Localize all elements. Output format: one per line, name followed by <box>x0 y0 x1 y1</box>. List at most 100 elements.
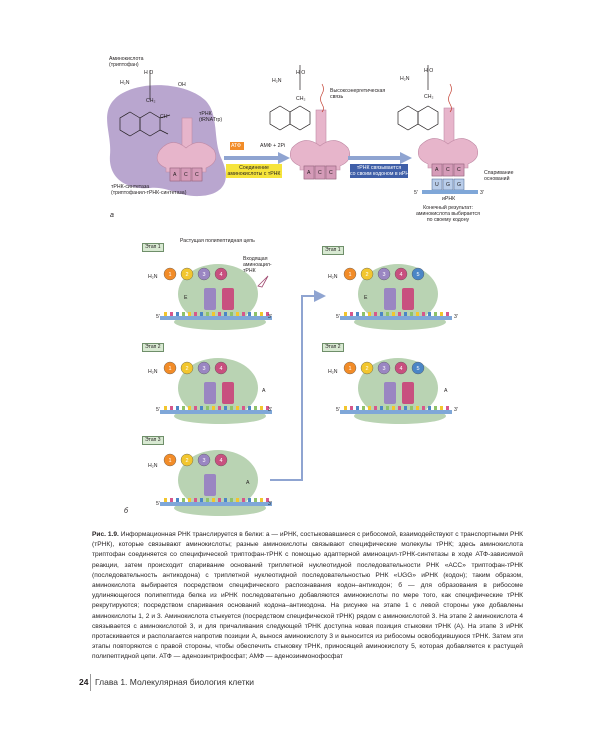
mrna-base <box>212 406 215 410</box>
mrna-base <box>194 312 197 316</box>
mrna-base <box>230 312 233 316</box>
mrna-base <box>266 312 269 316</box>
anticodon-1 <box>169 167 203 182</box>
site-e-1: E <box>184 295 188 301</box>
mrna-base <box>392 312 395 316</box>
mrna-base <box>248 498 251 502</box>
result-label: Конечный результат: аминокислота выбирае… <box>416 205 480 223</box>
mrna-base <box>218 312 221 316</box>
mrna-base <box>194 406 197 410</box>
mrna-base <box>254 312 257 316</box>
arrow-1 <box>224 152 290 164</box>
amino-acid-bead-label: 3 <box>202 366 205 372</box>
mrna-base <box>350 312 353 316</box>
mrna-base <box>428 406 431 410</box>
box2-label: тРНК связывается со своим кодоном в иРНК <box>350 165 413 177</box>
mrna-base <box>260 312 263 316</box>
mrna-base <box>386 312 389 316</box>
ch2-label-3: CH₂ <box>424 94 434 100</box>
trna-body <box>222 288 234 310</box>
panel-a-letter: а <box>110 212 114 219</box>
mrna-base <box>242 406 245 410</box>
mrna-base <box>416 312 419 316</box>
amino-acid-bead-label: 4 <box>219 272 222 278</box>
column-arrowhead <box>314 290 326 302</box>
h2n-b1: H₂N <box>148 274 158 280</box>
page-number: 24 <box>79 677 89 687</box>
amino-acid-bead <box>411 267 425 281</box>
amino-acid-bead <box>180 267 194 281</box>
column-arrow <box>270 295 316 481</box>
mrna-base <box>206 312 209 316</box>
mrna-base <box>170 406 173 410</box>
tryptophan-structure-1 <box>119 70 171 137</box>
mrna-base <box>404 406 407 410</box>
amino-acid-bead-label: 3 <box>202 458 205 464</box>
yellow-box-1 <box>226 164 282 178</box>
mrna-base <box>176 498 179 502</box>
trna-label: тРНК (tRNATrp) <box>199 111 223 123</box>
amino-acid-bead <box>343 361 357 375</box>
ch-label-1: CH <box>160 114 168 120</box>
mrna-base <box>362 312 365 316</box>
h2n-label-1: H₂N <box>120 80 130 86</box>
mrna-strand <box>160 316 272 320</box>
chapter-title: Глава 1. Молекулярная биология клетки <box>95 677 255 687</box>
trna-body <box>222 382 234 404</box>
amino-acid-bead <box>377 267 391 281</box>
mrna-base <box>404 312 407 316</box>
trna-body <box>204 382 216 404</box>
step1-left: Этап 1 <box>142 243 164 252</box>
growing-chain-label: Растущая полипептидная цепь <box>180 238 255 244</box>
five-b5: 5′ <box>336 407 340 413</box>
three-prime-a: 3′ <box>480 190 484 196</box>
mrna-base <box>188 312 191 316</box>
amino-acid-label: Аминокислота (триптофан) <box>109 56 144 68</box>
amino-acid-bead <box>197 361 211 375</box>
amino-acid-bead-label: 4 <box>399 272 402 278</box>
mrna-base <box>440 312 443 316</box>
incoming-trna-label: Входящая аминоацил- тРНК <box>243 256 272 274</box>
three-b4: 3′ <box>454 314 458 320</box>
mrna-base <box>434 312 437 316</box>
mrna-base <box>230 498 233 502</box>
mrna-label: иРНК <box>442 196 456 202</box>
three-b5: 3′ <box>454 407 458 413</box>
mrna-base <box>422 406 425 410</box>
ribosome-large-subunit <box>178 358 258 418</box>
amino-acid-bead-label: 1 <box>168 272 171 278</box>
amino-acid-bead-label: 3 <box>382 366 385 372</box>
mrna-base <box>182 406 185 410</box>
codon-g2: G <box>457 182 462 188</box>
amino-acid-bead <box>343 267 357 281</box>
mrna-base <box>428 312 431 316</box>
high-energy-label: Высокоэнергетическая связь <box>330 88 386 100</box>
mrna-base <box>188 406 191 410</box>
formula-top-2: H O <box>296 70 306 76</box>
mrna-base <box>344 312 347 316</box>
site-a-2: A <box>246 480 250 486</box>
h2n-label-3: H₂N <box>400 76 410 82</box>
formula-top-1: H O <box>144 70 154 76</box>
ribosome-large-subunit <box>178 264 258 324</box>
five-b4: 5′ <box>336 314 340 320</box>
mrna-base <box>218 498 221 502</box>
amino-acid-bead <box>197 453 211 467</box>
panel-b-letter: б <box>124 508 128 515</box>
pairing-label: Спаривание оснований <box>484 170 514 182</box>
amino-acid-bead-label: 4 <box>219 458 222 464</box>
mrna-base <box>212 312 215 316</box>
mrna-base <box>176 406 179 410</box>
synthetase-enzyme-shape <box>107 85 226 197</box>
amino-acid-bead-label: 1 <box>168 366 171 372</box>
mrna-strand <box>340 316 452 320</box>
blue-box-2 <box>350 164 408 178</box>
mrna-base <box>182 498 185 502</box>
caption-text: Информационная РНК транслируется в белки… <box>92 531 523 661</box>
mrna-base <box>374 312 377 316</box>
ribosome-large-subunit <box>178 450 258 510</box>
mrna-base <box>368 312 371 316</box>
amino-acid-bead <box>214 361 228 375</box>
